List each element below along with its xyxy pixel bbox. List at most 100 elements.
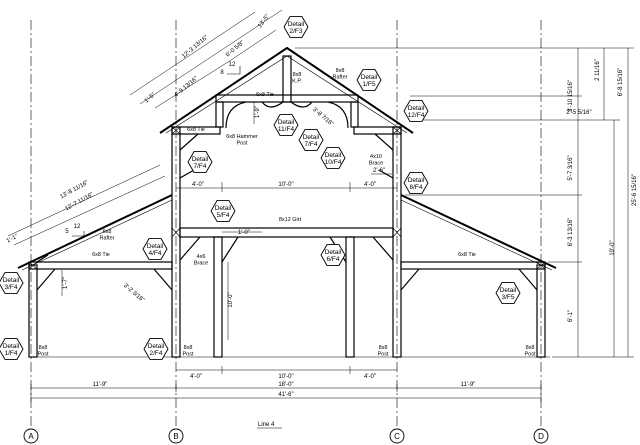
hexagon-icon [283,16,309,38]
detail-tag-ref: 6/F4 [326,256,339,263]
dim-f: 1'-9" [255,106,261,118]
dim-pitch2-5: 5 [65,229,69,235]
member-hammer-sub: Post [236,141,247,147]
hexagon-icon [142,238,168,260]
member-kp: 8x8 [293,72,302,78]
detail-tag-ref: 7/F4 [304,141,317,148]
dim-z1: 2 11/16" [595,59,601,81]
member-rafter-left-sub: Rafter [100,236,115,242]
dim-j: 10'-0" [278,182,293,188]
dim-g: 3'-8 7/16" [311,107,334,128]
detail-tag-title: Detail [215,205,232,212]
dim-o: 1'-0" [238,230,250,236]
dim-z3: 2'-5 5/16" [566,110,591,116]
dim-s: 4'-0" [190,374,202,380]
hexagon-icon [320,244,346,266]
detail-tag-ref: 10/F4 [325,159,342,166]
member-post-b-sub: Post [182,352,193,358]
hexagon-icon [403,172,429,194]
detail-tag-title: Detail [148,343,165,350]
hexagon-icon [403,100,429,122]
grid-lines: A B C D [23,20,549,444]
hexagon-icon [143,338,169,360]
detail-tag-title: Detail [408,177,425,184]
dim-n: 1'-1" [6,234,19,245]
dim-z7: 6'-8 15/16" [618,68,624,97]
hexagon-icon [210,200,236,222]
member-post-c: 8x8 [379,345,388,351]
dim-z9: 19'-0" [610,240,616,255]
detail-tag-title: Detail [325,152,342,159]
dim-pitch-8: 8 [220,70,224,76]
detail-tag-title: Detail [147,243,164,250]
detail-tag-ref: 2/F4 [149,350,162,357]
hexagon-icon [0,272,24,294]
grid-b-bubble [168,428,184,444]
detail-tag-title: Detail [192,156,209,163]
dim-t: 10'-0" [278,374,293,380]
grid-c-label: C [394,432,400,441]
member-brace-right-sub: Brace [369,161,383,167]
detail-tag-title: Detail [325,249,342,256]
member-post-d-sub: Post [524,352,535,358]
member-hammer: 6x8 Hammer [226,134,258,140]
dim-z6: 6'-1" [568,310,574,322]
section-label: Line 4 [258,422,275,428]
dim-w: 18'-0" [278,382,293,388]
detail-tag-title: Detail [408,105,425,112]
detail-tag-title: Detail [361,74,378,81]
dim-u: 4'-0" [364,374,376,380]
dim-q: 3'-2 3/16" [122,283,145,304]
member-post-d: 8x8 [526,345,535,351]
grid-a-label: A [28,432,34,441]
dim-v: 11'-9" [93,382,108,388]
grid-b-label: B [173,432,178,441]
member-post-a-sub: Post [37,352,48,358]
frame-structure [17,46,557,358]
detail-tag-ref: 12/F4 [408,112,425,119]
dim-z5: 6'-3 13/16" [568,218,574,247]
dim-a: 13'-5" [257,13,271,29]
detail-tag-title: Detail [3,343,20,350]
hexagon-icon [273,114,299,136]
dim-pitch2-12: 12 [74,224,81,230]
dim-z2: 3'-10 15/16" [568,80,574,112]
member-rafter-top-sub: Rafter [333,75,348,81]
member-brace-left: 4x6 [197,254,206,260]
member-tie-lean-l: 6x8 Tie [92,252,110,258]
member-rafter-top: 8x8 [336,68,345,74]
detail-tag-ref: 2/F3 [289,28,302,35]
member-brace-left-sub: Brace [194,261,208,267]
member-girt: 8x12 Girt [279,217,302,223]
hexagon-icon [356,69,382,91]
dim-p: 1'-7" [63,277,69,289]
grid-d-label: D [538,432,544,441]
detail-tag-ref: 5/F4 [216,212,229,219]
detail-tag-title: Detail [278,119,295,126]
member-post-c-sub: Post [377,352,388,358]
detail-tag-title: Detail [500,287,517,294]
detail-tag-ref: 3/F5 [501,294,514,301]
dim-z4: 5'-7 3/16" [568,155,574,180]
dim-k: 4'-0" [364,182,376,188]
detail-tag-ref: 4/F4 [148,250,161,257]
member-brace-right: 4x10 [370,154,382,160]
grid-d-bubble [533,428,549,444]
